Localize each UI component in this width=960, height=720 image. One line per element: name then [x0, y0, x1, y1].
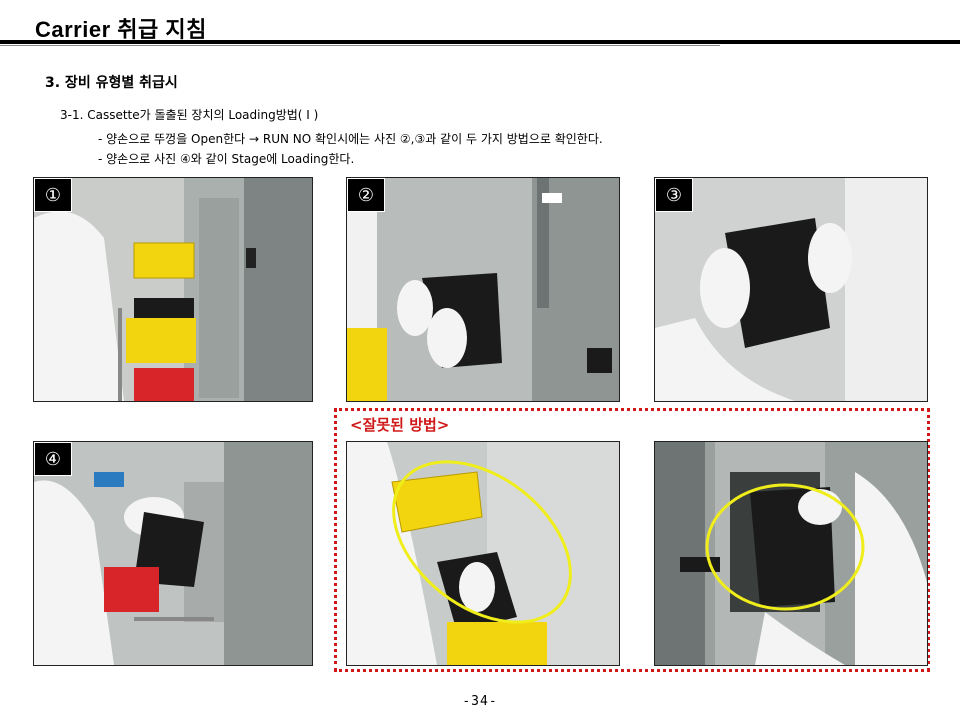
- section-heading: 3. 장비 유형별 취급시: [45, 75, 178, 91]
- photo-5: [346, 441, 620, 666]
- photo-badge-2: ②: [347, 178, 385, 212]
- page-title: Carrier 취급 지침: [35, 17, 207, 42]
- photo-6: [654, 441, 928, 666]
- title-rule: [0, 40, 960, 44]
- photo-1: ①: [33, 177, 313, 402]
- subsection-heading: 3-1. Cassette가 돌출된 장치의 Loading방법( I ): [60, 108, 319, 122]
- photo-6-illustration: [655, 442, 927, 665]
- photo-3-illustration: [655, 178, 927, 401]
- photo-4-illustration: [34, 442, 312, 665]
- photo-4: ④: [33, 441, 313, 666]
- photo-2-illustration: [347, 178, 619, 401]
- photo-2: ②: [346, 177, 620, 402]
- bullet-1: - 양손으로 뚜껑을 Open한다 → RUN NO 확인시에는 사진 ②,③과…: [98, 132, 603, 146]
- photo-badge-4: ④: [34, 442, 72, 476]
- photo-3: ③: [654, 177, 928, 402]
- page-number: -34-: [462, 694, 498, 709]
- bullet-2: - 양손으로 사진 ④와 같이 Stage에 Loading한다.: [98, 152, 355, 166]
- photo-badge-1: ①: [34, 178, 72, 212]
- wrong-method-frame: [334, 408, 930, 672]
- photo-badge-3: ③: [655, 178, 693, 212]
- photo-5-illustration: [347, 442, 619, 665]
- wrong-method-label: <잘못된 방법>: [350, 416, 450, 434]
- photo-1-illustration: [34, 178, 312, 401]
- title-rule-thin: [0, 45, 720, 46]
